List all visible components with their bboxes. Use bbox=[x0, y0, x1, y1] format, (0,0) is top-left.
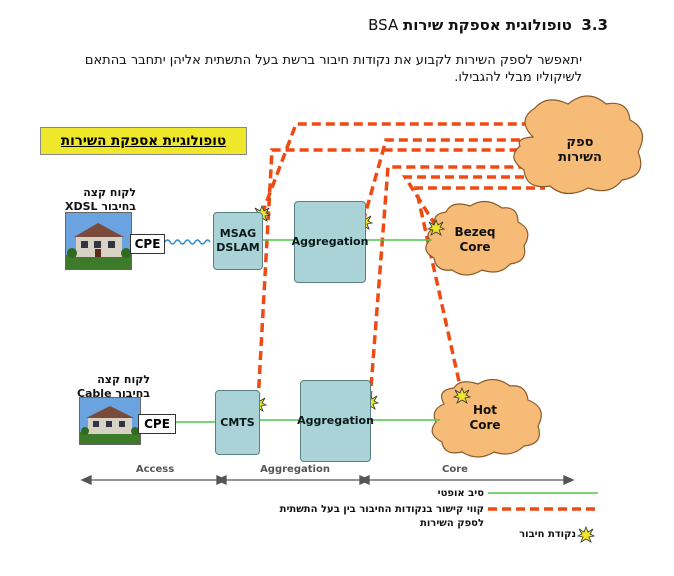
legend-point-label: נקודת חיבור bbox=[519, 529, 576, 540]
hot-cloud-label: Hot Core bbox=[469, 403, 501, 432]
legend-link-label: קווי קישור בנקודות החיבור בין בעל התשתית… bbox=[279, 504, 484, 529]
xdsl-house-image bbox=[65, 212, 132, 270]
house-icon bbox=[66, 213, 131, 269]
legend-point-star bbox=[576, 525, 596, 543]
aggregation-bottom-box: Aggregation bbox=[297, 380, 374, 462]
cable-cpe-box: CPE bbox=[138, 414, 176, 434]
cable-customer-line1: לקוח קצה bbox=[97, 373, 150, 386]
provider-links bbox=[256, 122, 545, 403]
house-icon bbox=[80, 398, 140, 444]
link-agg-bottom bbox=[368, 165, 545, 401]
cable-house-image bbox=[79, 397, 141, 445]
legend-fiber-label: סיב אופטי bbox=[437, 488, 484, 499]
intro-paragraph: יתאפשר לספק השירות לקבוע את נקודות חיבור… bbox=[84, 53, 582, 85]
bezeq-cloud-label: Bezeq Core bbox=[454, 225, 496, 254]
axis-arrow-left bbox=[80, 474, 92, 486]
section-title: טופולוגית אספקת שירות bbox=[403, 16, 572, 34]
link-msag bbox=[260, 122, 545, 215]
dsl-wave-line bbox=[164, 239, 211, 245]
link-bezeq bbox=[401, 175, 545, 227]
topology-banner: טופולוגיית אספקת השירות bbox=[40, 127, 247, 155]
cmts-box: CMTS bbox=[215, 390, 260, 455]
provider-cloud-label: ספק השירות bbox=[558, 135, 602, 165]
xdsl-cpe-box: CPE bbox=[130, 234, 165, 254]
legend-marks bbox=[488, 492, 598, 543]
xdsl-customer-line2: בחיבור XDSL bbox=[65, 200, 136, 213]
section-number: 3.3 bbox=[581, 16, 608, 34]
section-heading: 3.3 טופולוגית אספקת שירות BSA bbox=[368, 16, 608, 34]
msag-dslam-box: MSAG DSLAM bbox=[213, 212, 263, 270]
axis-arrow-mid1-r bbox=[216, 474, 228, 486]
axis-label-core: Core bbox=[442, 464, 468, 475]
bezeq-cloud-shape bbox=[425, 200, 529, 276]
section-title-en: BSA bbox=[368, 16, 399, 34]
link-hot bbox=[413, 186, 545, 396]
axis-arrow-mid2-r bbox=[359, 474, 371, 486]
segment-axis bbox=[80, 474, 575, 486]
cable-customer-line2: בחיבור Cable bbox=[76, 387, 150, 400]
point-star-hot bbox=[452, 386, 472, 404]
axis-label-access: Access bbox=[135, 464, 175, 475]
cable-customer-label: לקוח קצה בחיבור Cable bbox=[40, 373, 150, 401]
axis-arrow-right bbox=[563, 474, 575, 486]
point-star-bezeq bbox=[426, 218, 446, 236]
aggregation-top-box: Aggregation bbox=[292, 201, 368, 283]
xdsl-customer-label: לקוח קצה בחיבור XDSL bbox=[40, 186, 136, 214]
axis-label-aggregation: Aggregation bbox=[260, 464, 330, 475]
link-agg-top bbox=[361, 138, 545, 223]
provider-cloud-shape bbox=[513, 95, 644, 195]
fiber-lines bbox=[175, 239, 440, 423]
xdsl-customer-line1: לקוח קצה bbox=[83, 186, 136, 199]
link-cmts bbox=[256, 148, 545, 403]
